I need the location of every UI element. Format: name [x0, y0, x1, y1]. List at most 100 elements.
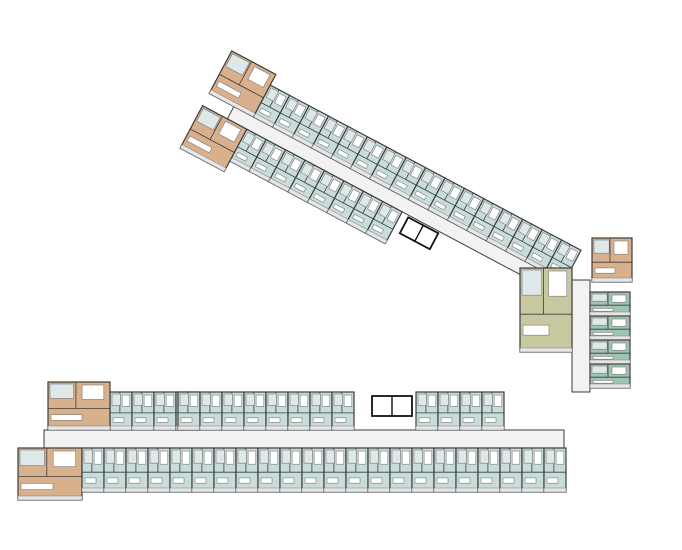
partition-wall	[353, 208, 374, 220]
sofa	[502, 477, 515, 484]
bathroom	[323, 118, 338, 133]
studio-unit	[330, 125, 369, 170]
bathroom	[215, 449, 225, 464]
bathroom	[311, 393, 321, 406]
sofa	[258, 107, 272, 118]
bathroom	[333, 393, 343, 406]
bed	[137, 450, 147, 465]
upper-wing	[179, 50, 633, 393]
sofa	[370, 477, 383, 484]
sofa	[371, 224, 384, 234]
bathroom	[457, 449, 467, 464]
bathroom	[435, 449, 445, 464]
sofa	[462, 417, 475, 423]
studio-unit	[291, 104, 330, 149]
bathroom	[303, 449, 313, 464]
bed	[299, 394, 309, 407]
bed	[511, 450, 521, 465]
balcony	[131, 425, 155, 431]
balcony	[589, 311, 631, 317]
studio-unit	[177, 391, 201, 431]
corner-large-unit	[591, 237, 633, 283]
balcony	[47, 425, 111, 431]
sofa	[436, 477, 449, 484]
sofa	[216, 477, 229, 484]
bed	[449, 394, 459, 407]
bathroom	[111, 393, 121, 406]
balcony	[499, 487, 523, 493]
studio-unit	[367, 447, 391, 493]
studio-unit	[252, 84, 291, 128]
bathroom	[19, 449, 45, 466]
bed	[52, 450, 76, 467]
large-unit	[17, 447, 83, 501]
angled-block	[179, 50, 588, 308]
sofa	[254, 162, 268, 172]
bathroom	[259, 449, 269, 464]
sofa	[180, 417, 193, 423]
studio-unit	[221, 391, 245, 431]
bathroom	[339, 183, 353, 198]
sofa	[112, 417, 125, 423]
balcony	[265, 425, 289, 431]
studio-unit	[415, 391, 439, 431]
bathroom	[417, 393, 427, 406]
bathroom	[267, 393, 277, 406]
balcony	[17, 495, 83, 501]
sofa	[484, 417, 497, 423]
bathroom	[479, 200, 493, 216]
large-unit	[208, 50, 277, 118]
sofa	[348, 477, 361, 484]
medium-unit	[519, 267, 573, 353]
bed	[427, 394, 437, 407]
sofa	[530, 252, 544, 263]
studio-unit	[103, 447, 127, 493]
balcony	[367, 487, 391, 493]
sofa	[332, 203, 346, 214]
sofa	[313, 193, 326, 203]
bed	[247, 66, 271, 88]
sofa	[186, 135, 213, 154]
bed	[371, 144, 384, 159]
sofa	[546, 477, 559, 484]
bathroom	[593, 239, 610, 254]
bed	[526, 227, 540, 242]
balcony	[415, 425, 439, 431]
balcony	[109, 425, 133, 431]
sofa	[440, 417, 453, 423]
bed	[332, 123, 345, 138]
studio-unit	[437, 391, 461, 431]
balcony	[459, 425, 483, 431]
studio-unit	[125, 447, 149, 493]
bathroom	[245, 393, 255, 406]
corner-unit	[589, 291, 631, 317]
partition-wall	[513, 236, 534, 248]
bed	[81, 384, 105, 400]
bed	[611, 318, 627, 327]
bed	[233, 394, 243, 407]
balcony	[301, 487, 325, 493]
bathroom	[49, 383, 74, 399]
partition-wall	[396, 174, 417, 186]
sofa	[278, 117, 291, 128]
sofa	[418, 417, 431, 423]
sofa	[260, 477, 273, 484]
studio-unit	[505, 218, 543, 263]
bed	[611, 366, 627, 375]
bed	[347, 188, 361, 203]
sofa	[106, 477, 119, 484]
partition-wall	[552, 257, 572, 269]
balcony	[199, 425, 223, 431]
bed	[247, 450, 257, 465]
studio-unit	[499, 447, 523, 493]
sofa	[20, 483, 54, 490]
bed	[467, 450, 477, 465]
bathroom	[280, 152, 295, 167]
corner-unit	[589, 339, 631, 365]
bathroom	[523, 449, 533, 464]
partition-wall	[532, 246, 553, 258]
sofa	[522, 324, 550, 336]
studio-unit	[213, 447, 237, 493]
partition-wall	[474, 215, 495, 227]
bed	[277, 394, 287, 407]
